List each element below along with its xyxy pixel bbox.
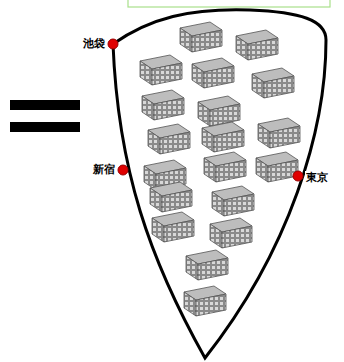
building-icon xyxy=(192,58,234,88)
frame-edge xyxy=(128,0,330,7)
building-icon xyxy=(150,182,192,212)
station-dot xyxy=(108,39,118,49)
station-label: 池袋 xyxy=(82,37,106,50)
building-icon xyxy=(184,286,226,316)
station-dot xyxy=(118,165,128,175)
building-icon xyxy=(210,218,252,248)
building-icon xyxy=(148,124,190,154)
building-icon xyxy=(236,30,278,60)
building-icon xyxy=(252,68,294,98)
equals-bar xyxy=(10,122,80,132)
building-icon xyxy=(142,90,184,120)
building-icon xyxy=(256,152,298,182)
building-icon xyxy=(202,122,244,152)
building-icon xyxy=(186,250,228,280)
building-icon xyxy=(140,55,182,85)
building-icon xyxy=(258,118,300,148)
building-icon xyxy=(212,186,254,216)
city-outline xyxy=(113,10,326,358)
station-label: 東京 xyxy=(305,171,329,184)
station-label: 新宿 xyxy=(92,163,116,176)
building-icon xyxy=(152,212,194,242)
station-dot xyxy=(293,171,303,181)
building-icon xyxy=(180,22,222,52)
equals-bar xyxy=(10,100,80,110)
building-icon xyxy=(204,152,246,182)
building-icons xyxy=(140,22,300,316)
building-icon xyxy=(198,96,240,126)
